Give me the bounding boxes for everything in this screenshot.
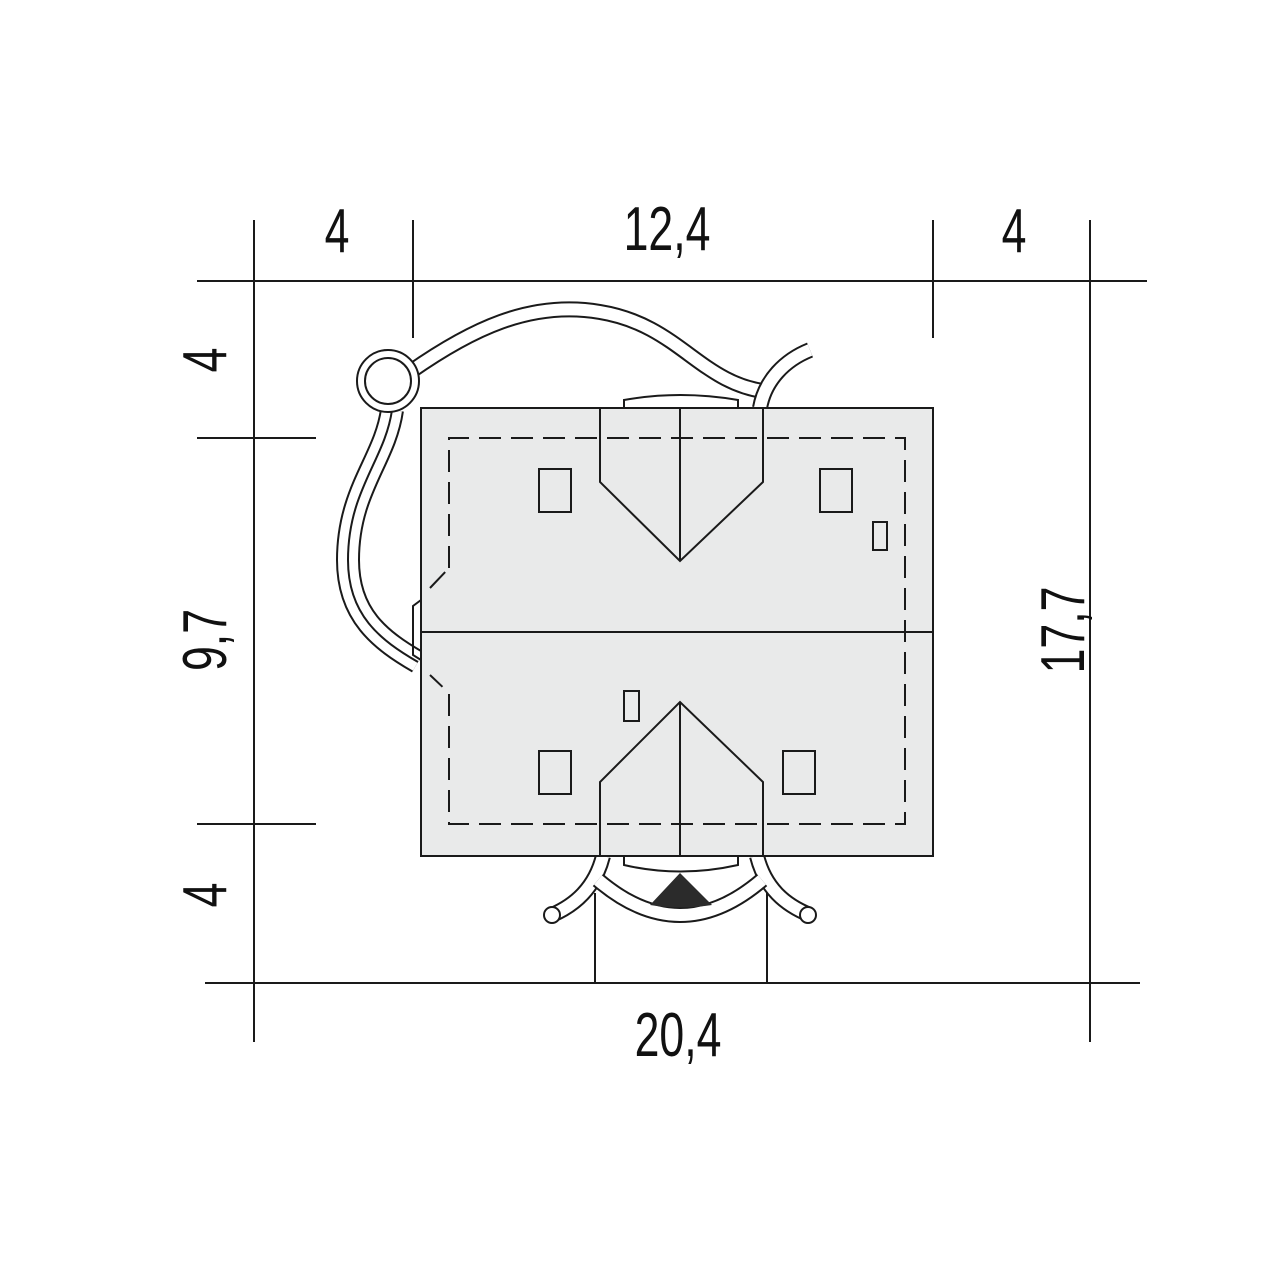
dim-bottom-total: 20,4 [635,1001,722,1070]
round-feature [356,349,420,413]
front-porch [623,855,739,873]
roof-window [782,750,816,795]
dim-top-middle: 12,4 [624,195,711,264]
roof-window [872,521,888,551]
dim-left-top: 4 [171,348,240,373]
entrance-arrow-icon [650,873,712,908]
roof-window [538,750,572,795]
dim-top-right: 4 [1002,197,1027,266]
roof-window [623,690,640,722]
dimension-lines [197,220,1147,1042]
garden-paths [335,301,817,983]
roof-window [819,468,853,513]
rear-porch [623,394,739,409]
dim-right-total: 17,7 [1029,587,1098,674]
roof-window [538,468,572,513]
wall-outline-dashed [429,437,906,825]
dim-top-left: 4 [325,197,350,266]
dormers [599,408,764,856]
dim-left-middle: 9,7 [171,609,240,671]
roof-windows [538,468,888,795]
dim-left-bottom: 4 [171,883,240,908]
